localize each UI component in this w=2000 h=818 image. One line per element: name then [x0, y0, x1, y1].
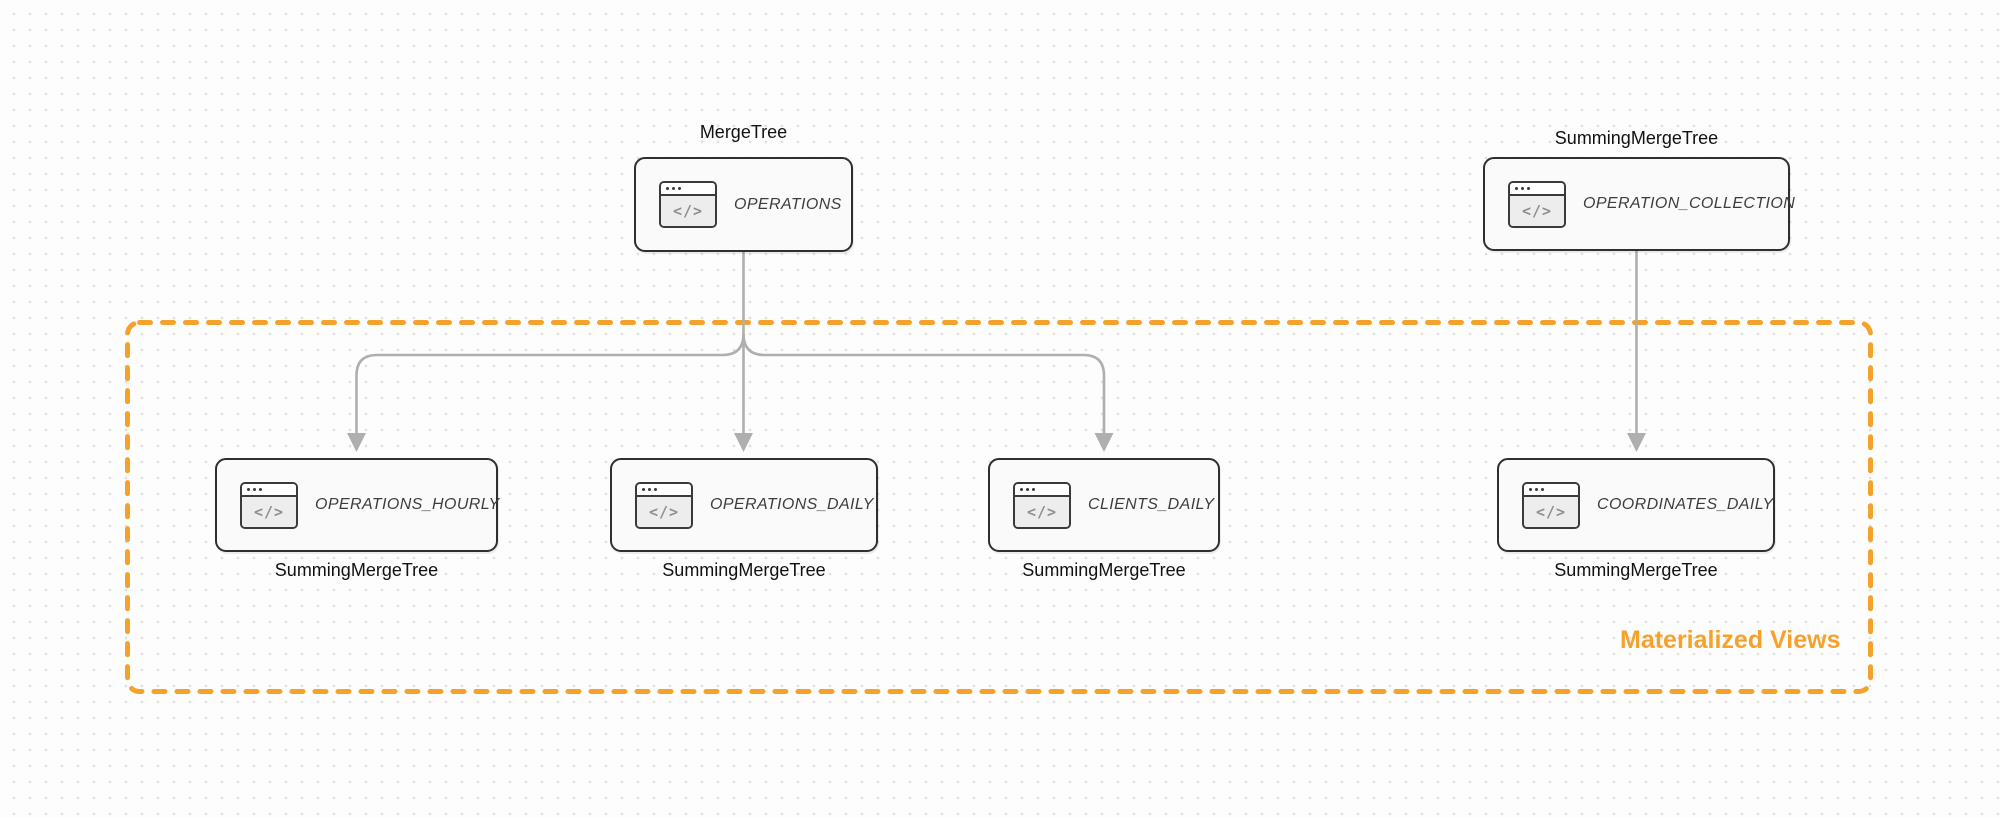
table-node-operation-collection[interactable]: </> OPERATION_COLLECTION [1483, 157, 1795, 251]
code-window-icon: </> [659, 181, 717, 228]
engine-label-mergetree: MergeTree [699, 122, 788, 142]
table-node-clients-daily[interactable]: </> CLIENTS_DAILY [988, 458, 1220, 552]
code-glyph: </> [1510, 195, 1564, 226]
engine-label-summingmergetree-daily: SummingMergeTree [662, 560, 826, 580]
code-glyph: </> [1015, 496, 1069, 527]
materialized-views-label: Materialized Views [1620, 626, 1841, 654]
arrowhead-icon [1627, 433, 1646, 452]
table-node-operations[interactable]: </> OPERATIONS [634, 157, 853, 252]
engine-label-summingmergetree-top: SummingMergeTree [1554, 128, 1719, 148]
engine-label-summingmergetree-clients: SummingMergeTree [1022, 560, 1186, 580]
arrowhead-icon [347, 433, 366, 452]
edge-operations-to-operations-hourly [355, 333, 745, 434]
table-name-label: OPERATIONS_HOURLY [315, 496, 500, 513]
arrowhead-icon [734, 433, 753, 452]
code-window-icon: </> [635, 481, 693, 529]
window-dots [242, 483, 296, 497]
code-window-icon: </> [1013, 481, 1071, 529]
code-glyph: </> [1524, 496, 1578, 527]
code-window-icon: </> [1508, 180, 1566, 228]
table-node-operations-daily[interactable]: </> OPERATIONS_DAILY [610, 458, 878, 552]
table-name-label: CLIENTS_DAILY [1088, 496, 1215, 513]
table-name-label: OPERATIONS_DAILY [710, 496, 874, 513]
window-dots [661, 183, 715, 196]
window-dots [637, 483, 691, 497]
table-name-label: COORDINATES_DAILY [1597, 496, 1774, 513]
table-node-coordinates-daily[interactable]: </> COORDINATES_DAILY [1497, 458, 1775, 552]
table-name-label: OPERATION_COLLECTION [1583, 195, 1796, 212]
table-node-operations-hourly[interactable]: </> OPERATIONS_HOURLY [215, 458, 500, 552]
code-window-icon: </> [1522, 481, 1580, 529]
code-glyph: </> [242, 496, 296, 527]
window-dots [1510, 182, 1564, 196]
code-glyph: </> [661, 196, 715, 226]
table-name-label: OPERATIONS [734, 195, 842, 213]
window-dots [1015, 483, 1069, 497]
code-window-icon: </> [240, 481, 298, 529]
arrowhead-icon [1094, 433, 1114, 452]
window-dots [1524, 483, 1578, 497]
edge-operations-to-clients-daily [742, 333, 1106, 434]
engine-label-summingmergetree-hourly: SummingMergeTree [274, 560, 439, 580]
code-glyph: </> [637, 496, 691, 527]
engine-label-summingmergetree-coordinates: SummingMergeTree [1554, 560, 1718, 580]
